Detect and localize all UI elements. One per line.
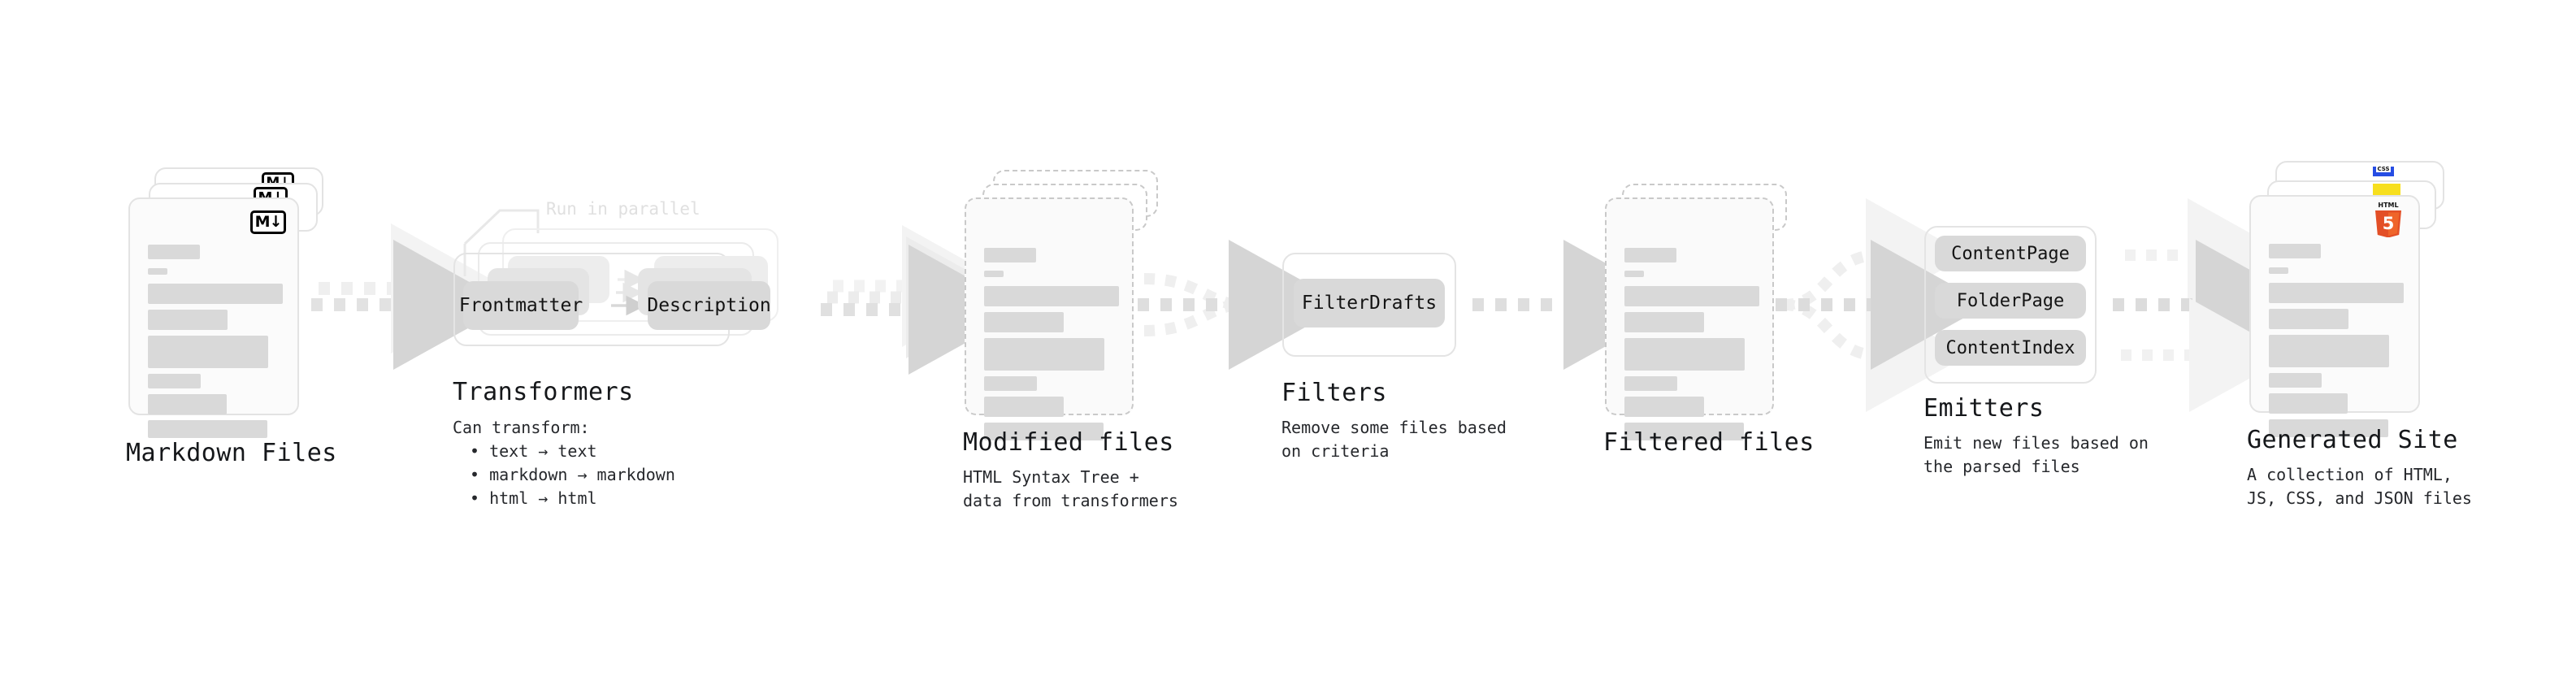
content-bar: [1624, 423, 1744, 440]
markdown-badge-front: M↓: [250, 210, 286, 234]
stage-bullet-text-to-text: • text → text: [470, 441, 597, 461]
content-bar: [2269, 283, 2404, 303]
stage-bullet-markdown-to-markdown: • markdown → markdown: [470, 465, 675, 484]
stage-title-markdown-files: Markdown Files: [126, 439, 337, 467]
stage-desc-transformers-lead: Can transform:: [453, 418, 590, 437]
content-bar: [2269, 373, 2322, 388]
html5-icon-svg: HTML 5: [2375, 202, 2401, 238]
content-bar: [1624, 376, 1677, 391]
content-bar: [148, 336, 268, 368]
html5-icon: HTML 5: [2373, 200, 2404, 238]
emitter-pill-contentpage[interactable]: ContentPage: [1935, 236, 2086, 271]
content-bar: [1624, 271, 1644, 277]
content-bar: [148, 394, 227, 414]
content-bar: [148, 268, 167, 275]
content-bar: [1624, 286, 1759, 306]
stage-title-emitters: Emitters: [1923, 394, 2045, 423]
stage-desc-emitters: Emit new files based on the parsed files: [1923, 433, 2149, 476]
content-bar: [148, 420, 267, 438]
stage-title-modified-files: Modified files: [963, 428, 1174, 457]
content-bar: [984, 271, 1004, 277]
arrow-filtered-to-emitters: [1776, 198, 1988, 412]
transformer-pill-description[interactable]: Description: [647, 281, 771, 330]
arrow-markdown-to-transformers: [311, 223, 510, 370]
content-bar: [2269, 267, 2288, 274]
content-bar: [1624, 397, 1704, 417]
content-bar: [984, 376, 1037, 391]
content-bar: [148, 245, 200, 259]
content-bar: [984, 397, 1064, 417]
content-bar: [2269, 419, 2388, 437]
stage-desc-modified-files: HTML Syntax Tree + data from transformer…: [963, 467, 1178, 510]
site-file-card-front: [2249, 195, 2420, 437]
stage-desc-filters: Remove some files based on criteria: [1281, 418, 1507, 461]
emitter-pill-contentindex[interactable]: ContentIndex: [1935, 330, 2086, 366]
content-bar: [984, 248, 1036, 262]
css-badge-label: CSS: [2376, 166, 2391, 172]
arrow-emitters-to-site: [2113, 198, 2313, 412]
html5-digit: 5: [2383, 214, 2395, 233]
content-bar: [1624, 248, 1676, 262]
run-in-parallel-label: Run in parallel: [546, 199, 700, 219]
content-bar: [2269, 309, 2348, 329]
content-bar: [148, 374, 201, 388]
stage-title-filtered-files: Filtered files: [1603, 428, 1815, 457]
js-badge: [2373, 184, 2400, 198]
arrow-modified-to-filters: [1138, 240, 1346, 370]
markdown-file-card-front: M↓: [128, 197, 299, 438]
content-bar: [148, 310, 228, 330]
stage-title-generated-site: Generated Site: [2247, 426, 2458, 454]
html5-wordmark: HTML: [2378, 202, 2398, 209]
filter-pill-filterdrafts[interactable]: FilterDrafts: [1294, 279, 1445, 327]
stage-title-filters: Filters: [1281, 379, 1387, 407]
stage-title-transformers: Transformers: [453, 378, 634, 406]
css-badge: CSS: [2373, 167, 2394, 176]
stage-bullet-html-to-html: • html → html: [470, 488, 597, 508]
filtered-file-card-front: [1605, 197, 1774, 440]
content-bar: [2269, 393, 2348, 414]
stage-desc-generated-site: A collection of HTML, JS, CSS, and JSON …: [2247, 465, 2472, 508]
content-bar: [2269, 335, 2389, 367]
content-bar: [984, 338, 1104, 371]
content-bar: [984, 286, 1119, 306]
emitter-pill-folderpage[interactable]: FolderPage: [1935, 283, 2086, 319]
modified-file-card-front: [965, 197, 1134, 440]
content-bar: [984, 423, 1104, 440]
content-bar: [148, 284, 283, 304]
transformer-pill-frontmatter[interactable]: Frontmatter: [459, 281, 583, 330]
content-bar: [1624, 338, 1745, 371]
content-bar: [984, 312, 1064, 332]
filters-frame: [1282, 253, 1456, 357]
content-bar: [1624, 312, 1704, 332]
content-bar: [2269, 244, 2321, 258]
emitters-frame: [1924, 226, 2097, 384]
arrow-transformers-to-modified: [821, 225, 1026, 375]
